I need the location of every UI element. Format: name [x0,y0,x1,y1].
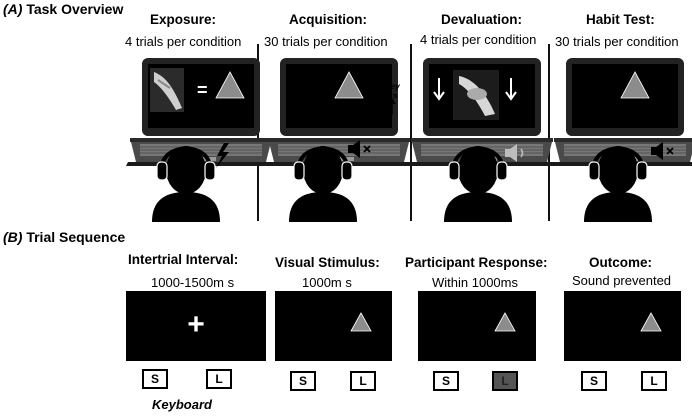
trial-screen-visual-stimulus [275,291,392,361]
triangle-stimulus [495,313,515,331]
key-l-iti: L [206,369,232,389]
fixation-cross: + [126,307,266,343]
trial-screen-participant-response [418,291,536,361]
trial-screen-outcome [564,291,681,361]
key-s-visual: S [290,371,316,391]
trial-title-participant-response: Participant Response: [405,255,548,270]
triangle-stimulus [351,313,371,331]
trial-subtitle-visual-stimulus: 1000m s [302,275,352,290]
key-l-response-pressed: L [492,371,518,391]
trial-title-outcome: Outcome: [589,255,652,270]
monochrome-hand-photo [150,68,184,112]
trial-subtitle-participant-response: Within 1000ms [432,275,518,290]
triangle-stimulus [641,313,661,331]
key-press-annotation: 'L'-Key Press [362,82,410,100]
key-l-visual: L [350,371,376,391]
key-l-outcome: L [641,371,667,391]
hand-photo [453,70,499,120]
key-s-iti: S [142,369,168,389]
trial-subtitle-iti: 1000-1500m s [151,275,234,290]
keyboard-label: Keyboard [152,397,212,412]
trial-title-iti: Intertrial Interval: [128,252,238,267]
trial-subtitle-outcome: Sound prevented [572,273,671,288]
key-s-outcome: S [581,371,607,391]
trial-title-visual-stimulus: Visual Stimulus: [275,255,380,270]
trial-screen-iti: + [126,291,266,361]
section-b-title: (B) Trial Sequence [3,229,125,245]
key-s-response: S [433,371,459,391]
equals-sign: = [197,80,208,100]
